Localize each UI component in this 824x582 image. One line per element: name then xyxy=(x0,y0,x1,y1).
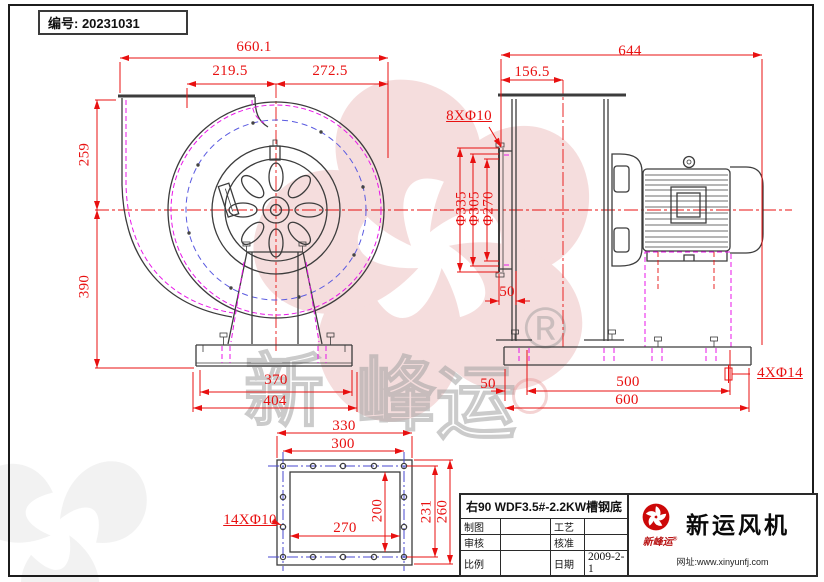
brand-watermark-char-3: 运 xyxy=(435,359,517,448)
field-label-process: 工艺 xyxy=(551,519,585,534)
dim-side-base-bolt-span: 500 xyxy=(616,374,640,390)
company-website: 网址:www.xinyunfj.com xyxy=(676,557,769,567)
dim-front-axis-to-edge: 272.5 xyxy=(312,63,348,79)
field-label-approver: 核准 xyxy=(551,535,585,550)
dim-flange-bolt-span-w: 300 xyxy=(331,436,355,452)
field-value-checker xyxy=(501,535,551,550)
dim-side-base-bolt-holes: 4XΦ14 xyxy=(757,365,803,381)
dim-front-base-bolt-span: 370 xyxy=(264,372,288,388)
serial-number-label: 编号: 20231031 xyxy=(48,16,140,31)
title-block-row: 比例 日期 2009-2-1 xyxy=(461,551,627,575)
field-value-date: 2009-2-1 xyxy=(588,551,625,575)
dim-side-base-length: 600 xyxy=(615,392,639,408)
product-name: 右90 WDF3.5#-2.2KW槽钢底 xyxy=(461,495,627,519)
serial-number-box: 编号: 20231031 xyxy=(38,10,188,35)
dim-side-base-edge-offset: 50 xyxy=(480,376,496,392)
dim-side-overall-length: 644 xyxy=(618,43,642,59)
field-label-date: 日期 xyxy=(551,551,585,575)
field-value-drafter xyxy=(501,519,551,534)
company-logo-icon xyxy=(642,503,670,531)
brand-watermark-char-2: 峰 xyxy=(355,351,437,440)
company-name: 新运风机 xyxy=(686,512,790,538)
dim-flange-bolt-span-h: 231 xyxy=(418,499,435,524)
registered-mark: ® xyxy=(672,536,678,543)
dim-flange-outer-height: 260 xyxy=(434,499,451,524)
brand-seal: 新峰运® xyxy=(631,533,689,548)
flange-view-drawing xyxy=(268,430,453,571)
dim-flange-outer-width: 330 xyxy=(332,418,356,434)
dim-flange-inner-width: 270 xyxy=(333,520,357,536)
field-label-scale: 比例 xyxy=(461,551,501,575)
registered-watermark: ® xyxy=(524,296,567,361)
dim-front-inlet-to-axis: 219.5 xyxy=(212,63,248,79)
dim-front-height-bottom: 390 xyxy=(76,274,93,299)
front-view-drawing xyxy=(94,55,792,412)
title-block-row: 审核 核准 xyxy=(461,535,627,551)
watermark-ring xyxy=(512,378,548,414)
drawing-border-frame xyxy=(8,4,814,577)
field-label-drafter: 制图 xyxy=(461,519,501,534)
dim-flange-inner-height: 200 xyxy=(369,498,386,523)
brand-seal-text: 新峰运 xyxy=(642,537,673,548)
dim-front-height-top: 259 xyxy=(76,142,93,167)
title-block: 右90 WDF3.5#-2.2KW槽钢底 制图 工艺 审核 核准 比例 日期 2… xyxy=(459,493,818,577)
title-block-row: 制图 工艺 xyxy=(461,519,627,535)
field-value-process xyxy=(585,519,627,534)
side-view-drawing xyxy=(457,52,764,412)
field-label-checker: 审核 xyxy=(461,535,501,550)
dim-side-inlet-depth: 50 xyxy=(499,284,515,300)
dim-front-overall-width: 660.1 xyxy=(236,39,272,55)
title-block-fields: 右90 WDF3.5#-2.2KW槽钢底 制图 工艺 审核 核准 比例 日期 2… xyxy=(461,495,629,575)
dim-side-inlet-id: Φ270 xyxy=(480,191,497,226)
field-value-scale xyxy=(501,551,551,575)
dim-flange-bolt-holes: 14XΦ10 xyxy=(223,512,277,528)
field-value-approver xyxy=(585,535,627,550)
dim-side-flange-to-axis: 156.5 xyxy=(514,64,550,80)
title-block-branding: 新峰运® 新运风机 网址:www.xinyunfj.com xyxy=(629,495,816,575)
dim-front-base-width: 404 xyxy=(263,393,287,409)
dim-side-inlet-bolt-holes: 8XΦ10 xyxy=(446,108,492,124)
